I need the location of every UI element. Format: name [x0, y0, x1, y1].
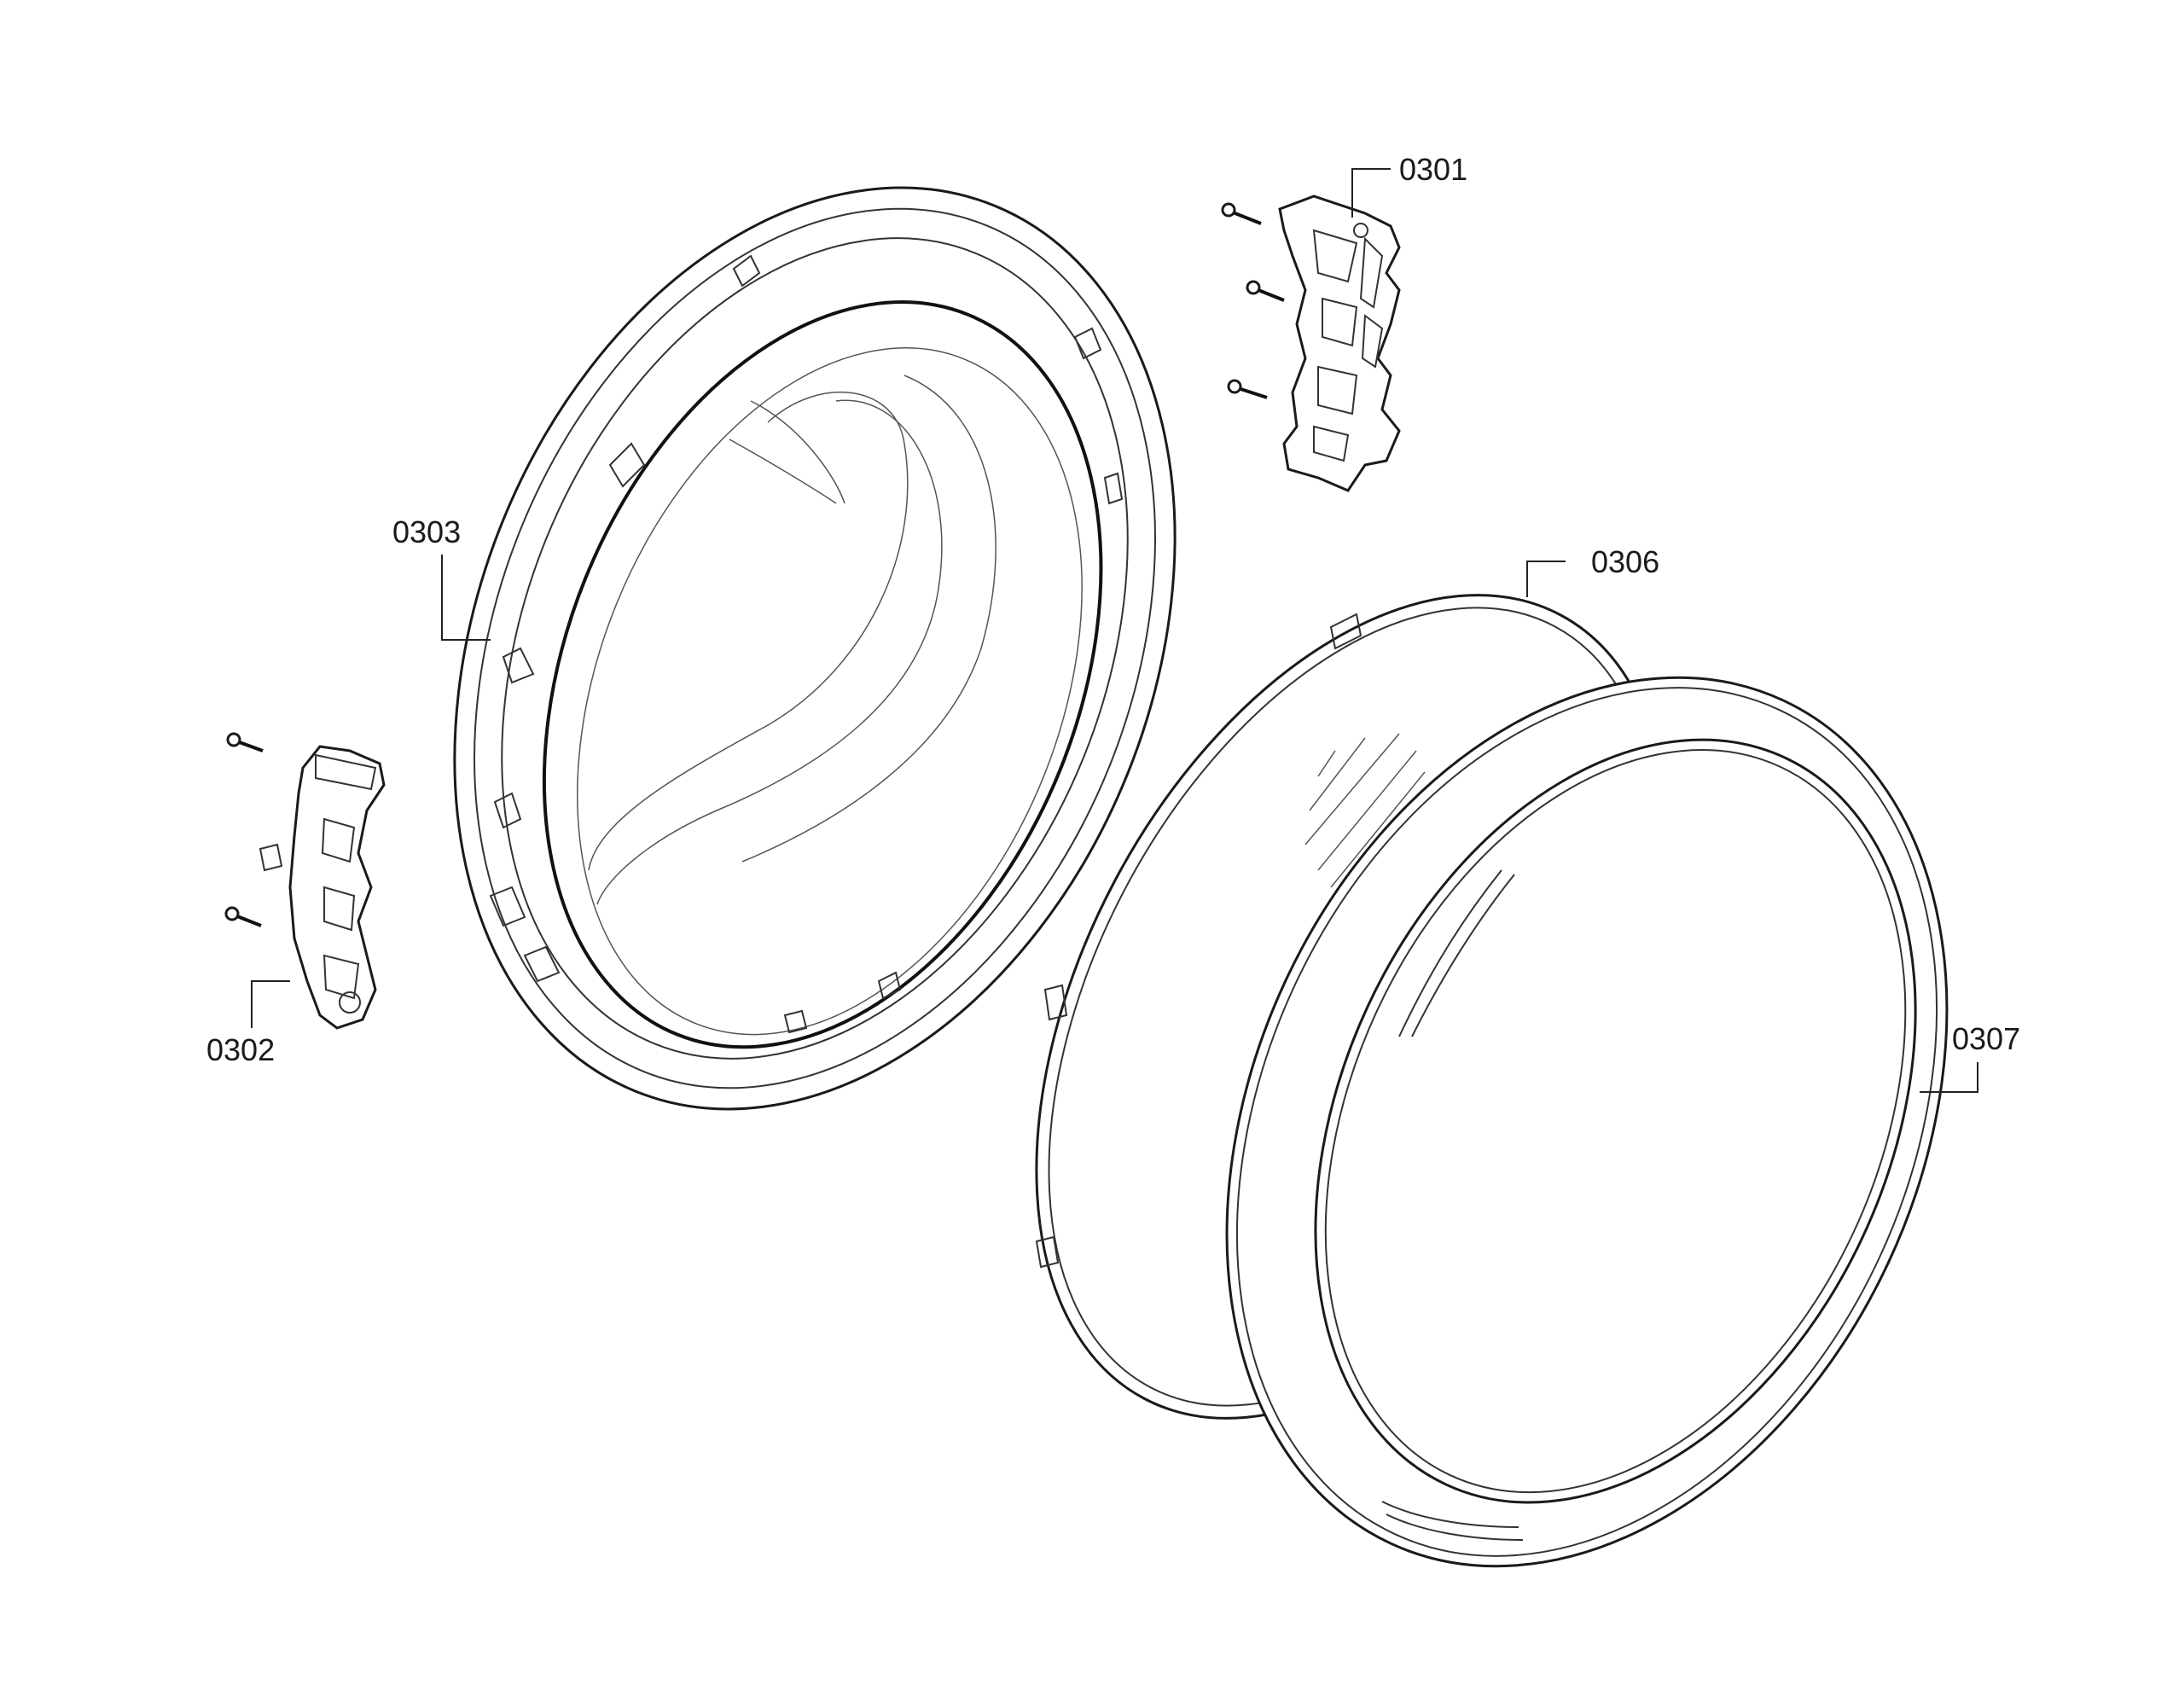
screw-0301-top — [1221, 202, 1262, 225]
screw-0301-middle — [1246, 280, 1285, 302]
part-0302-hinge-bracket[interactable] — [259, 745, 386, 1030]
leader-0306 — [1526, 561, 1566, 597]
label-0306: 0306 — [1591, 544, 1659, 579]
label-0303: 0303 — [392, 514, 461, 549]
label-0307: 0307 — [1952, 1021, 2020, 1056]
part-0307-outer-door-ring[interactable] — [1089, 560, 2085, 1684]
part-0303-inner-door-frame[interactable] — [323, 79, 1306, 1217]
screw-0302-bottom — [224, 906, 262, 927]
leader-0302 — [251, 980, 290, 1028]
screw-0301-bottom — [1227, 379, 1268, 399]
leader-0301 — [1351, 168, 1391, 218]
leader-0307 — [1920, 1062, 1978, 1093]
label-0301: 0301 — [1399, 152, 1467, 187]
label-0302: 0302 — [206, 1032, 275, 1067]
leader-0303 — [441, 555, 491, 641]
part-0301-hinge-bracket[interactable] — [1278, 195, 1401, 492]
screw-0302-top — [226, 732, 264, 752]
